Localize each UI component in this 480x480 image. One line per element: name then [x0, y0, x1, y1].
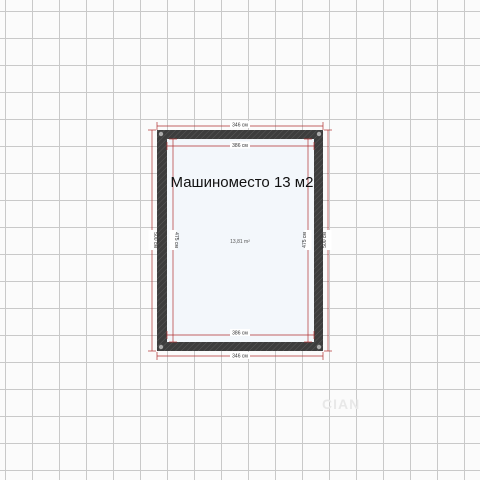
dim-top-outer: 346 см: [232, 123, 248, 129]
room-floor[interactable]: [167, 139, 314, 342]
room-area-label: 13,81 m²: [230, 239, 250, 245]
dim-bottom-inner: 386 см: [232, 331, 248, 337]
wall-top: [157, 130, 323, 139]
dim-right-inner: 475 см: [302, 232, 308, 248]
wall-bottom: [157, 342, 323, 351]
dimension-labels: 346 см 386 см 386 см 346 см 500 см 475 с…: [148, 121, 332, 360]
dim-bottom-outer: 346 см: [232, 354, 248, 360]
corner-markers: [158, 131, 322, 350]
dim-left-inner: 475 см: [173, 232, 179, 248]
dim-left-outer: 500 см: [152, 232, 158, 248]
room-name-label: Машиноместо 13 м2: [171, 174, 314, 191]
wall-left: [157, 130, 167, 351]
room-walls[interactable]: [157, 130, 323, 351]
dim-top-inner: 386 см: [232, 143, 248, 149]
wall-right: [314, 130, 323, 351]
watermark-text: CIAN: [322, 396, 360, 412]
dim-right-outer: 500 см: [322, 232, 328, 248]
